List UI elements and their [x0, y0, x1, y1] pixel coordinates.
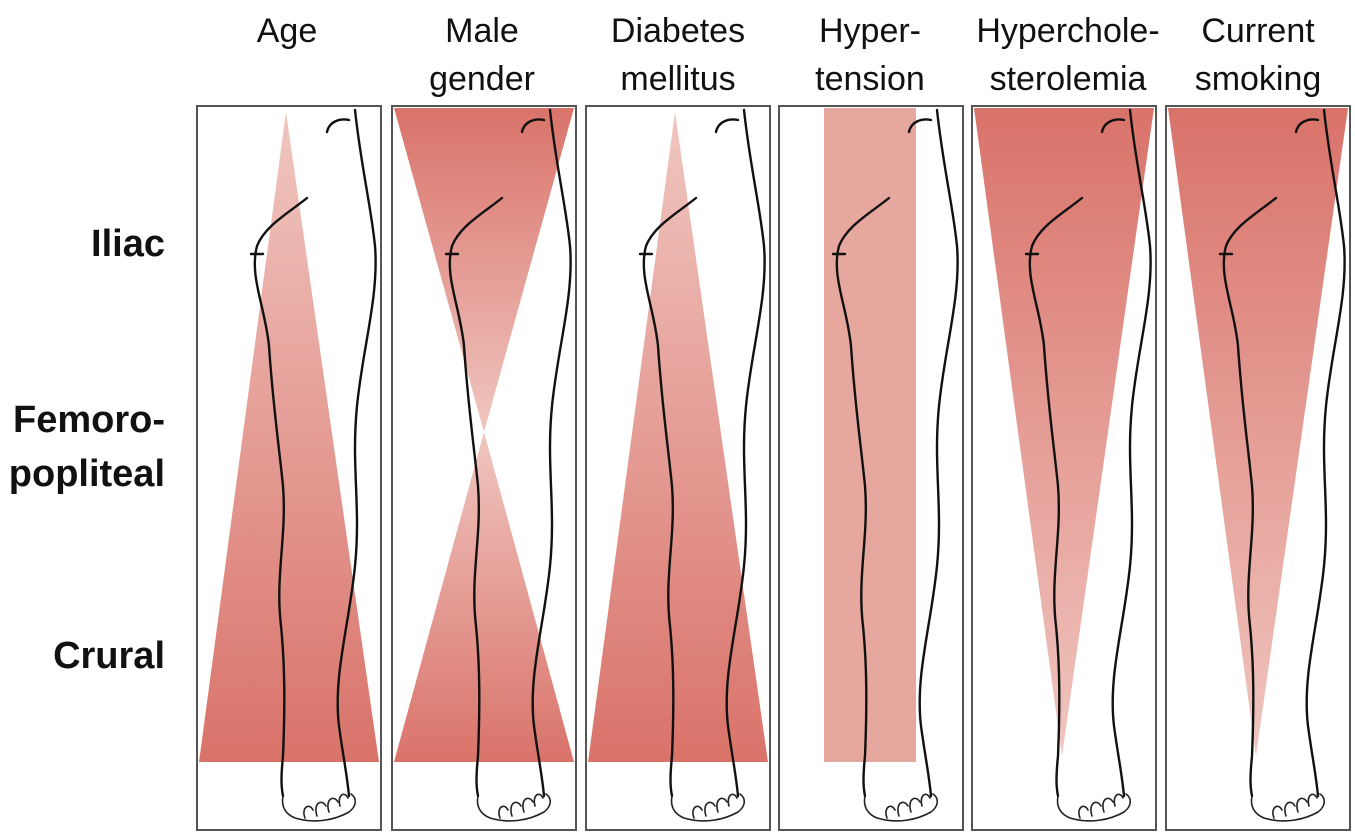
risk-shading — [824, 108, 916, 762]
risk-shading — [394, 108, 574, 762]
column-title-hypercholesterolemia-line2: sterolemia — [990, 60, 1147, 98]
panel-5 — [972, 106, 1156, 830]
column-title-male-gender-line2: gender — [429, 60, 535, 98]
row-label-crural: Crural — [53, 635, 165, 677]
column-title-hypercholesterolemia: Hyperchole- — [976, 12, 1159, 50]
row-label-femoropopliteal: Femoro- — [13, 399, 165, 441]
column-title-current-smoking-line2: smoking — [1195, 60, 1322, 98]
column-title-current-smoking: Current — [1201, 12, 1315, 50]
column-title-hypertension-line2: tension — [815, 60, 925, 98]
panel-6 — [1166, 106, 1350, 830]
panel-3 — [586, 106, 770, 830]
column-title-age: Age — [257, 12, 318, 50]
panel-1 — [197, 106, 381, 830]
panels — [197, 106, 1350, 830]
row-label-femoropopliteal-line2: popliteal — [9, 453, 165, 495]
column-title-diabetes-mellitus-line2: mellitus — [620, 60, 735, 98]
column-title-male-gender: Male — [445, 12, 519, 50]
column-title-diabetes-mellitus: Diabetes — [611, 12, 745, 50]
risk-shading — [1168, 108, 1348, 756]
panel-2 — [392, 106, 576, 830]
risk-shading — [974, 108, 1154, 756]
panel-4 — [779, 106, 963, 830]
risk-shading — [588, 112, 768, 762]
column-title-hypertension: Hyper- — [819, 12, 921, 50]
row-label-iliac: Iliac — [91, 223, 165, 265]
risk-shading — [199, 112, 379, 762]
